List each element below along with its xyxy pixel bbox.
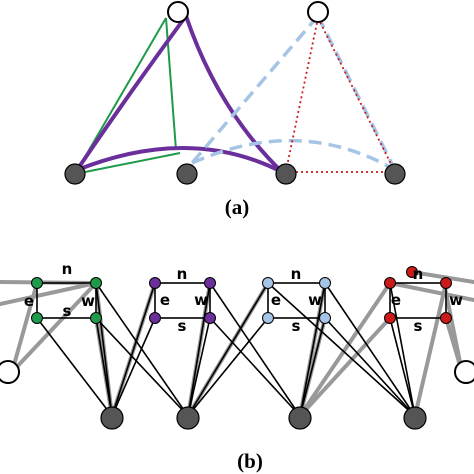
anchor-node-3: [288, 406, 312, 430]
purple-tensegrity: [75, 14, 284, 174]
side-node-left: [0, 360, 20, 384]
purple-node: [149, 312, 161, 324]
label-e: e: [24, 292, 34, 310]
label-e: e: [160, 291, 170, 309]
label-w: w: [449, 291, 463, 309]
anchor-node-2: [176, 406, 200, 430]
panel-a-label: (a): [225, 195, 250, 219]
purple-node: [149, 277, 161, 289]
module-purple: n s e w: [149, 265, 216, 335]
label-s: s: [414, 317, 423, 335]
panel-a: (a): [64, 1, 406, 219]
red-node: [440, 312, 452, 324]
panel-b: n s e w n s e w n s e w: [0, 260, 474, 473]
label-e: e: [391, 291, 401, 309]
red-node: [384, 312, 396, 324]
bottom-node-3: [275, 163, 297, 185]
label-w: w: [81, 292, 95, 310]
label-n: n: [291, 265, 302, 283]
panel-b-label: (b): [237, 449, 263, 473]
red-node: [440, 277, 452, 289]
bottom-node-4: [384, 163, 406, 185]
purple-node: [204, 277, 216, 289]
label-w: w: [308, 291, 322, 309]
blue-node: [262, 277, 274, 289]
module-red: n s e w: [384, 265, 463, 335]
label-n: n: [62, 260, 73, 278]
red-dotted-tensegrity: [285, 17, 396, 173]
blue-node: [262, 312, 274, 324]
purple-node: [204, 312, 216, 324]
green-node: [31, 277, 43, 289]
green-node: [90, 312, 102, 324]
red-node: [406, 266, 418, 278]
green-node: [90, 277, 102, 289]
top-node-left: [167, 1, 189, 23]
bottom-node-1: [64, 163, 86, 185]
label-s: s: [292, 317, 301, 335]
label-e: e: [271, 291, 281, 309]
module-blue: n s e w: [262, 265, 331, 335]
label-s: s: [178, 317, 187, 335]
label-w: w: [194, 291, 208, 309]
bottom-node-2: [176, 163, 198, 185]
side-node-right: [454, 360, 474, 384]
label-n: n: [413, 265, 424, 283]
red-node: [384, 277, 396, 289]
top-node-right: [307, 1, 329, 23]
module-green: n s e w: [24, 260, 102, 324]
black-cables: [36, 282, 416, 417]
label-n: n: [177, 265, 188, 283]
label-s: s: [63, 302, 72, 320]
green-node: [31, 312, 43, 324]
anchor-node-4: [403, 406, 427, 430]
anchor-node-1: [100, 406, 124, 430]
blue-node: [319, 312, 331, 324]
gray-struts: [0, 270, 474, 418]
blue-node: [319, 277, 331, 289]
